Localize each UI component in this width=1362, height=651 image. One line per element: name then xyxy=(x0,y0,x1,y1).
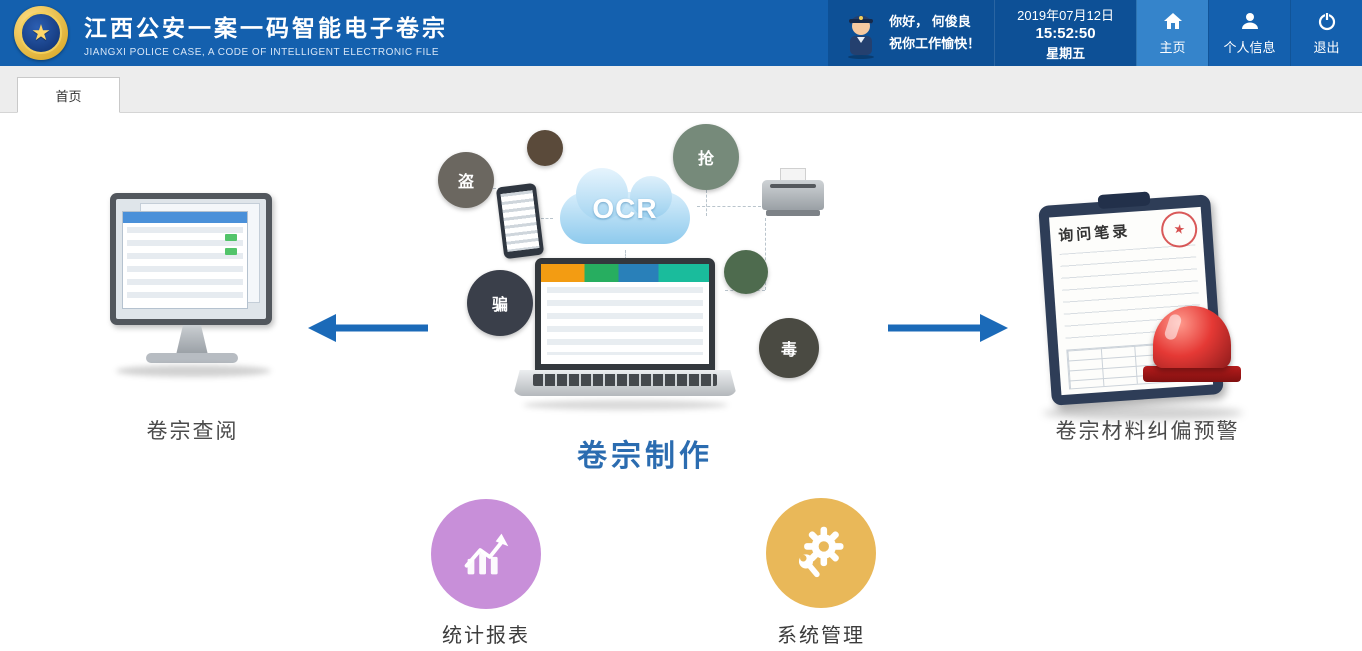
connector-line xyxy=(541,218,553,219)
cloud-shape xyxy=(560,168,690,244)
brand: ★ 江西公安一案一码智能电子卷宗 JIANGXI POLICE CASE, A … xyxy=(0,0,448,66)
star-icon: ★ xyxy=(31,20,51,45)
photo-circle-plant xyxy=(724,250,768,294)
crime-badge-drugs: 毒 xyxy=(780,342,797,359)
scanner-foot xyxy=(766,210,820,216)
monitor-screen xyxy=(110,193,272,325)
module-case-review[interactable] xyxy=(108,193,278,453)
gear-wrench-icon xyxy=(798,526,844,578)
laptop-banner xyxy=(541,264,709,282)
module-statistics[interactable] xyxy=(431,499,541,609)
ocr-label: OCR xyxy=(592,193,658,224)
module-correction-warning[interactable]: 询问笔录 ★ xyxy=(1025,188,1260,448)
clipboard-clip xyxy=(1097,191,1151,210)
crime-badge-robbery: 抢 xyxy=(697,151,714,168)
laptop-content-rows xyxy=(547,287,703,355)
laptop-screen xyxy=(535,258,715,370)
home-icon xyxy=(1163,12,1182,29)
arrow-right-icon xyxy=(888,314,1008,342)
monitor-base xyxy=(146,353,238,363)
photo-circle-drugs: 毒 xyxy=(759,318,819,378)
tab-home[interactable]: 首页 xyxy=(17,77,120,113)
tab-strip: 首页 xyxy=(0,66,1362,113)
nav-home[interactable]: 主页 xyxy=(1136,0,1208,66)
greeting-line1: 你好， 何俊良 xyxy=(889,13,971,29)
connector-line xyxy=(697,206,761,207)
arrow-left-icon xyxy=(308,314,428,342)
weekday-text: 星期五 xyxy=(1046,45,1086,61)
top-bar: ★ 江西公安一案一码智能电子卷宗 JIANGXI POLICE CASE, A … xyxy=(0,0,1362,66)
scanner-slot xyxy=(770,184,816,188)
greeting-line2: 祝你工作愉快！ xyxy=(889,36,981,51)
ocr-cloud: OCR xyxy=(550,168,700,248)
nav-logout-label: 退出 xyxy=(1313,39,1340,55)
photo-circle-fraud: 骗 xyxy=(467,270,533,336)
clipboard-shadow xyxy=(1043,406,1243,420)
greeting-text: 你好， 何俊良 祝你工作愉快！ xyxy=(889,11,980,55)
app-window-front xyxy=(122,211,248,309)
module-file-creation[interactable]: 盗 抢 骗 毒 xyxy=(425,118,865,478)
photo-circle-robbery: 抢 xyxy=(673,124,739,190)
photo-circle-watch xyxy=(527,130,563,166)
correction-warning-label[interactable]: 卷宗材料纠偏预警 xyxy=(1055,420,1240,443)
connector-line xyxy=(625,250,626,260)
statistics-label[interactable]: 统计报表 xyxy=(442,625,530,647)
monitor-stand xyxy=(176,325,208,355)
connector-line xyxy=(706,190,707,216)
datetime-panel: 2019年07月12日 15:52:50 星期五 xyxy=(994,0,1136,66)
laptop-display xyxy=(541,264,709,364)
window-list-rows xyxy=(127,227,243,299)
system-management-label[interactable]: 系统管理 xyxy=(777,625,865,647)
nav-logout[interactable]: 退出 xyxy=(1290,0,1362,66)
file-creation-label[interactable]: 卷宗制作 xyxy=(577,440,713,473)
chart-icon xyxy=(464,533,509,575)
officer-avatar xyxy=(848,15,875,59)
green-chip xyxy=(225,248,237,255)
greeting-panel: 你好， 何俊良 祝你工作愉快！ xyxy=(828,0,995,66)
main-content: 卷宗查阅 盗 抢 骗 xyxy=(0,113,1362,651)
app-title: 江西公安一案一码智能电子卷宗 xyxy=(84,14,448,41)
alarm-base xyxy=(1143,366,1241,382)
nav-profile-label: 个人信息 xyxy=(1223,39,1276,55)
smartphone-screen xyxy=(500,190,540,252)
case-review-label[interactable]: 卷宗查阅 xyxy=(146,420,239,443)
connector-line xyxy=(765,218,766,290)
crime-badge-fraud: 骗 xyxy=(491,297,508,314)
date-text: 2019年07月12日 xyxy=(1017,7,1114,23)
alarm-dome xyxy=(1153,306,1231,368)
time-text: 15:52:50 xyxy=(1035,24,1096,42)
green-chip xyxy=(225,234,237,241)
smartphone xyxy=(495,182,545,260)
nav-home-label: 主页 xyxy=(1159,39,1186,55)
scanner xyxy=(762,168,824,218)
app-subtitle: JIANGXI POLICE CASE, A CODE OF INTELLIGE… xyxy=(84,46,440,58)
photo-circle-theft: 盗 xyxy=(438,152,494,208)
power-icon xyxy=(1318,11,1335,30)
police-badge-logo: ★ xyxy=(14,6,68,60)
user-icon xyxy=(1241,12,1258,29)
monitor-shadow xyxy=(116,365,271,377)
topbar-right: 你好， 何俊良 祝你工作愉快！ 2019年07月12日 15:52:50 星期五… xyxy=(828,0,1362,66)
monitor-display xyxy=(116,199,266,319)
laptop-keyboard xyxy=(533,374,717,386)
police-badge-core xyxy=(20,12,62,54)
alarm-light xyxy=(1143,306,1243,390)
window-titlebar xyxy=(123,212,247,223)
laptop-shadow xyxy=(523,400,728,410)
laptop xyxy=(513,258,737,410)
laptop-base xyxy=(513,370,737,396)
crime-badge-theft: 盗 xyxy=(457,174,474,191)
top-nav: 主页 个人信息 退出 xyxy=(1136,0,1362,66)
titles: 江西公安一案一码智能电子卷宗 JIANGXI POLICE CASE, A CO… xyxy=(84,9,448,58)
nav-profile[interactable]: 个人信息 xyxy=(1208,0,1290,66)
module-system-management[interactable] xyxy=(766,498,876,608)
